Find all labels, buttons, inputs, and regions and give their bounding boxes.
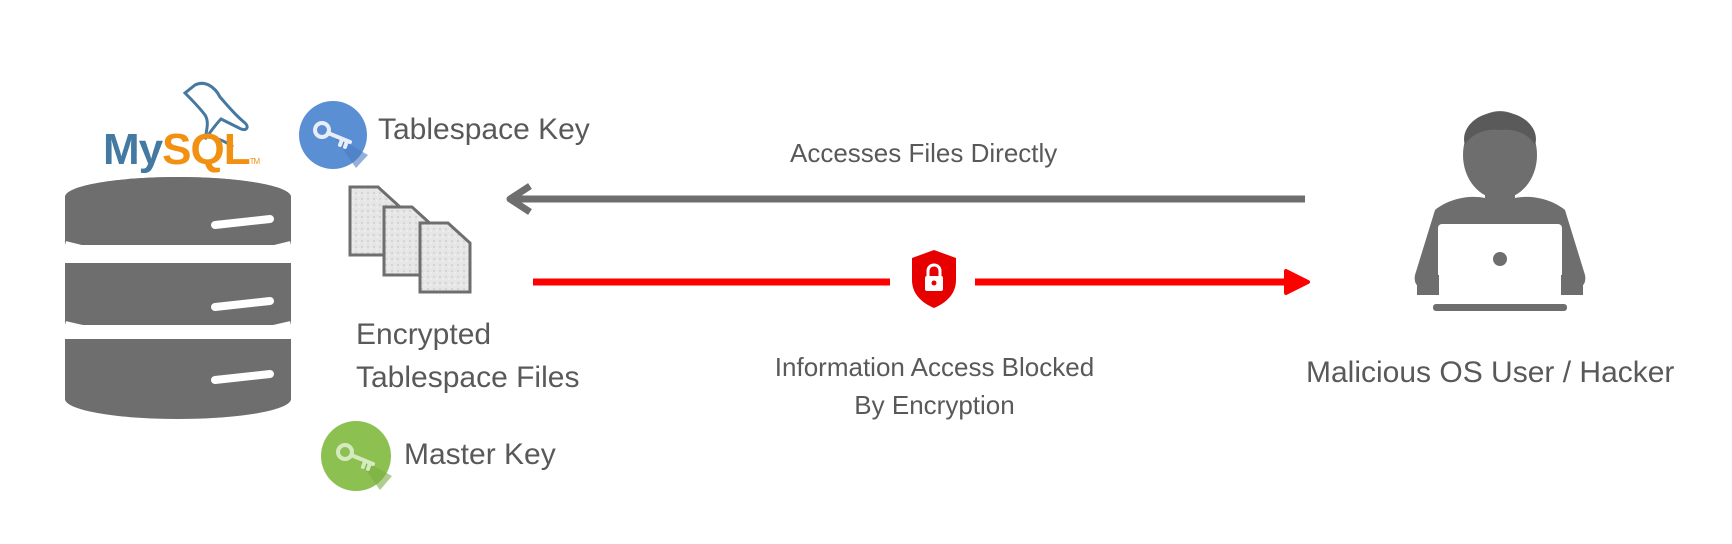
encrypted-files-line2: Tablespace Files <box>356 361 580 394</box>
encrypted-files-icon <box>348 185 488 295</box>
mysql-logo: MySQLTM <box>103 125 261 175</box>
tablespace-key-icon <box>298 100 368 170</box>
encrypted-files-label: Encrypted Tablespace Files <box>356 313 579 399</box>
access-arrow-label: Accesses Files Directly <box>790 138 1058 168</box>
hacker-label: Malicious OS User / Hacker <box>1306 356 1675 389</box>
shield-lock-icon <box>910 248 958 310</box>
tablespace-key-label: Tablespace Key <box>378 113 590 146</box>
encrypted-files-line1: Encrypted <box>356 318 492 351</box>
dolphin-icon <box>182 81 249 140</box>
master-key-label: Master Key <box>404 438 556 471</box>
blocked-arrow-line2: By Encryption <box>854 390 1015 420</box>
database-icon <box>63 81 293 419</box>
mysql-logo-my: My <box>103 125 163 174</box>
blocked-arrow-label: Information Access Blocked By Encryption <box>757 348 1112 424</box>
master-key-icon <box>320 420 392 492</box>
mysql-logo-tm: TM <box>249 157 261 166</box>
mysql-database: MySQLTM <box>55 75 315 419</box>
blocked-arrow-line1: Information Access Blocked <box>774 352 1095 382</box>
mysql-logo-sql: SQL <box>162 125 250 174</box>
hacker-icon <box>1405 110 1595 315</box>
